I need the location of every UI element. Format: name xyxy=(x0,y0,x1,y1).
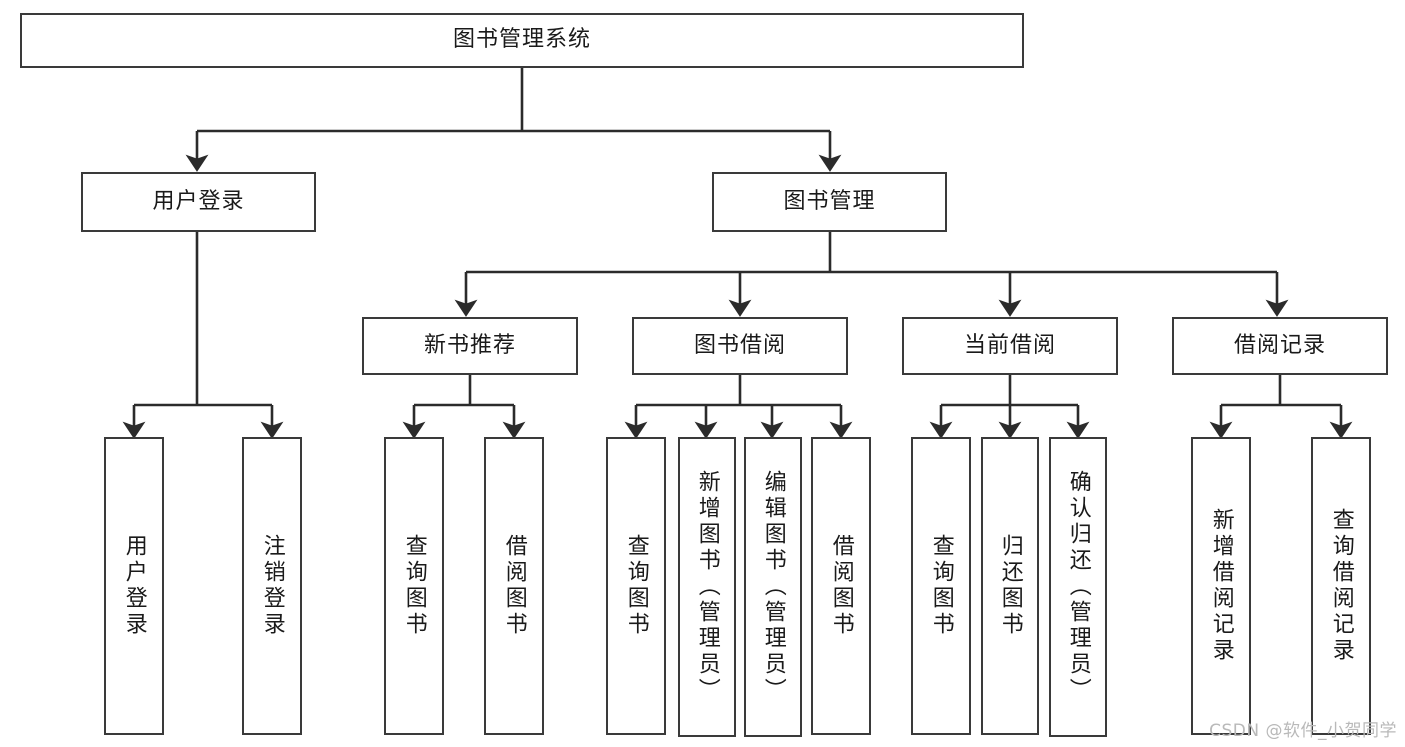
node-current-borrow[interactable]: 当前借阅 xyxy=(902,317,1118,375)
leaf-user-login[interactable]: 用户登录 xyxy=(104,437,164,735)
node-label: 查询借阅记录 xyxy=(1328,508,1354,664)
leaf-borrow-book-recommend[interactable]: 借阅图书 xyxy=(484,437,544,735)
node-label: 图书借阅 xyxy=(693,332,786,358)
leaf-query-book-current[interactable]: 查询图书 xyxy=(911,437,971,735)
leaf-edit-book-admin[interactable]: 编辑图书（管理员） xyxy=(744,437,802,737)
leaf-query-book-recommend[interactable]: 查询图书 xyxy=(384,437,444,735)
leaf-add-borrow-record[interactable]: 新增借阅记录 xyxy=(1191,437,1251,735)
node-book-management[interactable]: 图书管理 xyxy=(712,172,947,232)
leaf-logout[interactable]: 注销登录 xyxy=(242,437,302,735)
node-label: 用户登录 xyxy=(152,188,245,214)
node-book-borrow[interactable]: 图书借阅 xyxy=(632,317,848,375)
node-label: 新书推荐 xyxy=(423,332,516,358)
node-label: 归还图书 xyxy=(997,534,1023,638)
leaf-return-book[interactable]: 归还图书 xyxy=(981,437,1039,735)
leaf-confirm-return-admin[interactable]: 确认归还（管理员） xyxy=(1049,437,1107,737)
node-label: 查询图书 xyxy=(928,534,954,638)
leaf-borrow-book[interactable]: 借阅图书 xyxy=(811,437,871,735)
node-label: 借阅记录 xyxy=(1233,332,1326,358)
node-borrow-record[interactable]: 借阅记录 xyxy=(1172,317,1388,375)
node-label: 编辑图书（管理员） xyxy=(760,470,786,704)
node-label: 当前借阅 xyxy=(963,332,1056,358)
node-label: 新增借阅记录 xyxy=(1208,508,1234,664)
node-label: 借阅图书 xyxy=(501,534,527,638)
node-label: 图书管理系统 xyxy=(452,27,591,53)
node-root-system[interactable]: 图书管理系统 xyxy=(20,13,1024,68)
node-label: 新增图书（管理员） xyxy=(694,470,720,704)
node-label: 查询图书 xyxy=(401,534,427,638)
leaf-query-borrow-record[interactable]: 查询借阅记录 xyxy=(1311,437,1371,735)
node-label: 借阅图书 xyxy=(828,534,854,638)
node-label: 查询图书 xyxy=(623,534,649,638)
node-new-book-recommend[interactable]: 新书推荐 xyxy=(362,317,578,375)
node-label: 注销登录 xyxy=(259,534,285,638)
node-label: 确认归还（管理员） xyxy=(1065,470,1091,704)
leaf-query-book-borrow[interactable]: 查询图书 xyxy=(606,437,666,735)
node-label: 用户登录 xyxy=(121,534,147,638)
watermark: CSDN @软件_小贺同学 xyxy=(1209,721,1397,741)
leaf-add-book-admin[interactable]: 新增图书（管理员） xyxy=(678,437,736,737)
node-label: 图书管理 xyxy=(783,188,876,214)
node-user-login[interactable]: 用户登录 xyxy=(81,172,316,232)
